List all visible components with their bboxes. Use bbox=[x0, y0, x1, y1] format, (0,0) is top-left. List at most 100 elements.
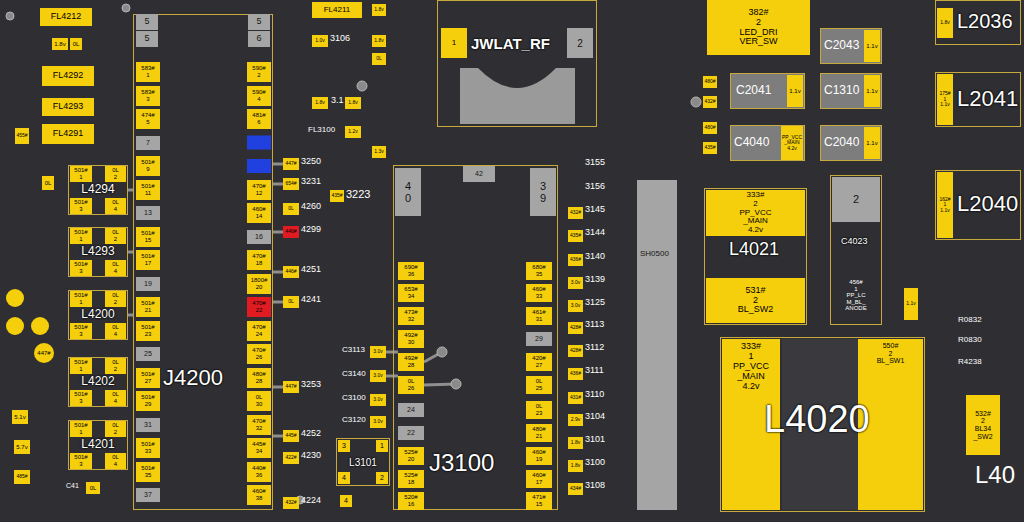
part-label: R0830 bbox=[958, 336, 982, 345]
trace bbox=[272, 301, 283, 304]
pad: 501#33 bbox=[136, 438, 160, 458]
trace bbox=[272, 163, 283, 166]
pad: 492#30 bbox=[398, 330, 424, 348]
pin-pad: 7 bbox=[136, 136, 160, 150]
text-group: 420#27 bbox=[532, 355, 545, 368]
pad-text: 1.8v bbox=[315, 100, 324, 106]
pad-text: 2 bbox=[114, 174, 117, 181]
pad-text: 435# bbox=[331, 193, 342, 199]
pad: 460#14 bbox=[247, 203, 271, 223]
pad: 5.7v bbox=[14, 440, 30, 454]
text-group: L2036 bbox=[957, 10, 1013, 32]
pad-text: 0L bbox=[376, 56, 382, 62]
pad: 583#3 bbox=[136, 86, 160, 106]
pad-text: 24 bbox=[407, 406, 415, 414]
pad: 0L bbox=[70, 38, 82, 50]
pad-text: 42 bbox=[475, 170, 483, 178]
pad-text: 5 bbox=[144, 17, 149, 27]
text-group: 0L bbox=[90, 485, 97, 492]
pad: 0L4 bbox=[105, 390, 126, 406]
pad-text: 3.0v bbox=[373, 397, 382, 403]
pad: 531#2BL_SW2 bbox=[706, 278, 805, 323]
pad-text: 4.2v bbox=[787, 146, 796, 152]
text-group: 473#32 bbox=[404, 309, 417, 322]
pad: 0L bbox=[283, 296, 299, 308]
text-group: 583#3 bbox=[141, 89, 154, 102]
pad: 3.0v bbox=[370, 394, 386, 406]
pad-text: 501# bbox=[74, 359, 87, 366]
trace bbox=[272, 435, 283, 438]
pad-text: 26 bbox=[256, 354, 263, 361]
pad: 0L4 bbox=[105, 323, 126, 339]
text-group: 0L bbox=[45, 180, 52, 187]
pad-text: 3 bbox=[540, 180, 546, 192]
pad-text: 0L bbox=[288, 206, 294, 212]
part-label: 4241 bbox=[301, 295, 321, 305]
pin-pad: 446# bbox=[283, 226, 299, 238]
text-group: 520#16 bbox=[404, 494, 417, 507]
pad: 0L2 bbox=[105, 228, 126, 244]
pin-pad: 42 bbox=[463, 166, 495, 182]
text-group: L2040 bbox=[957, 192, 1018, 216]
text-group: 680#35 bbox=[532, 264, 545, 277]
text-group: 4 bbox=[342, 474, 346, 482]
text-group: 333#2PP_VCC_MAIN4.2v bbox=[739, 191, 771, 235]
pad-text: PP_VCC bbox=[739, 209, 771, 218]
pad: 460#19 bbox=[526, 447, 552, 465]
pad: FL4292 bbox=[42, 66, 94, 86]
pad-text: 4 bbox=[342, 474, 346, 482]
pad-text: 30 bbox=[256, 401, 263, 408]
pad: 432# bbox=[703, 96, 717, 108]
pad: 1.1v bbox=[864, 30, 880, 62]
pad-text: 1 bbox=[79, 366, 82, 373]
text-group: 432# bbox=[704, 99, 715, 105]
pad-text: 2.9v bbox=[571, 417, 580, 423]
pin-pad: 470#22 bbox=[247, 297, 271, 317]
pad-text: _MAIN bbox=[737, 372, 765, 382]
pad-text: 474# bbox=[141, 112, 154, 119]
pad-text: FL4212 bbox=[51, 12, 82, 22]
pad: 501#3 bbox=[70, 260, 92, 276]
text-group: 434# bbox=[570, 486, 581, 492]
text-group: PP_VCC_MAIN4.2v bbox=[782, 135, 802, 152]
pad-text: 422# bbox=[285, 455, 296, 461]
pad-text: 2 bbox=[753, 200, 757, 209]
pad: 0L2 bbox=[105, 421, 126, 437]
text-group: 470#32 bbox=[252, 418, 265, 431]
pad: 492#28 bbox=[398, 353, 424, 371]
part-label: 3145 bbox=[585, 205, 605, 215]
text-group: 460#17 bbox=[532, 472, 545, 485]
text-group: 1.8v bbox=[315, 100, 324, 106]
pad: 1.8v bbox=[372, 4, 386, 16]
pad: 3.0v bbox=[568, 277, 583, 289]
part-label: C2043 bbox=[824, 39, 859, 52]
text-group: 481#6 bbox=[252, 112, 265, 125]
pad-text: 33 bbox=[145, 448, 152, 455]
via bbox=[437, 347, 447, 357]
component-area: 456#1PP_LCM_BL_ANODE bbox=[832, 268, 880, 323]
text-group: 431# bbox=[570, 395, 581, 401]
pad-text: 550# bbox=[883, 342, 899, 350]
pad-text: FL4293 bbox=[53, 102, 84, 112]
text-group: 0L2 bbox=[112, 167, 119, 180]
component-outline: JWLAT_RF12 bbox=[437, 0, 597, 127]
component-outline: L4021333#2PP_VCC_MAIN4.2v531#2BL_SW2 bbox=[704, 188, 807, 325]
pad: 0L4 bbox=[105, 260, 126, 276]
pad: 470#18 bbox=[247, 250, 271, 270]
pad-text: 0 bbox=[405, 192, 411, 204]
pad-text: 31 bbox=[144, 421, 152, 429]
pad-text: 3.0v bbox=[571, 303, 580, 309]
pad-text: 1.1v bbox=[789, 88, 800, 95]
pad: 4 bbox=[340, 495, 352, 507]
pad: 501#1 bbox=[70, 228, 92, 244]
pad-text: 29 bbox=[145, 401, 152, 408]
pad-text: 590# bbox=[252, 65, 265, 72]
pad-text: 23 bbox=[536, 410, 543, 417]
text-group: 501#1 bbox=[74, 229, 87, 242]
pad-text: 1 bbox=[452, 39, 456, 48]
component-outline: L4202501#10L2501#30L4 bbox=[68, 357, 128, 407]
pad-text: 30 bbox=[408, 339, 415, 346]
component-outline: L20361.8v bbox=[935, 0, 1021, 45]
pad: 1.8v bbox=[345, 97, 361, 109]
part-label: 3113 bbox=[585, 320, 604, 330]
